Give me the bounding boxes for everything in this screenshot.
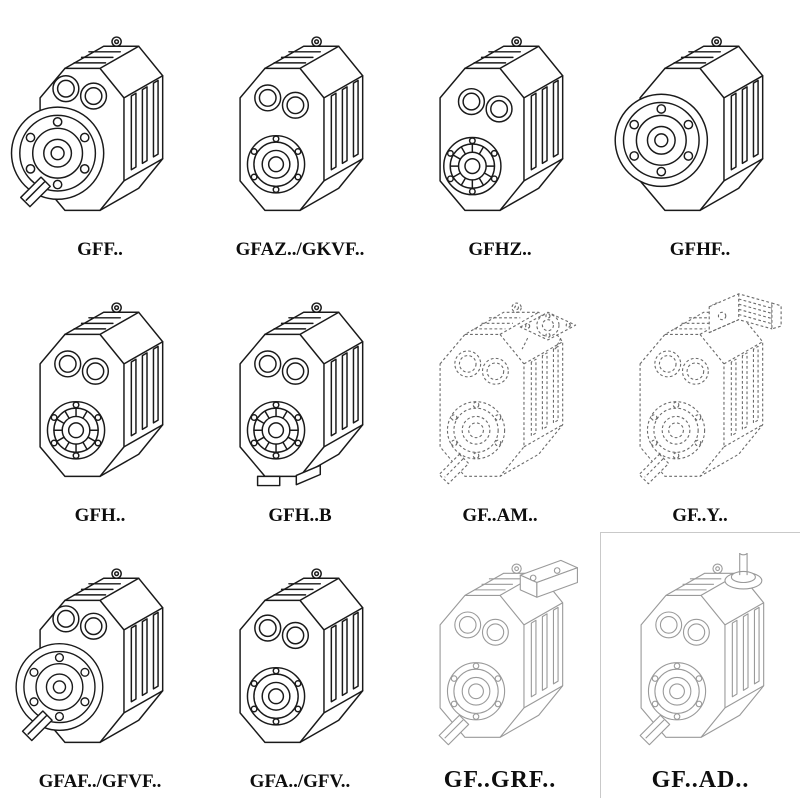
catalog-cell-gfhf: GFHF.. — [600, 0, 800, 266]
catalog-cell-y: GF..Y.. — [600, 266, 800, 532]
model-label-gfaz: GFAZ../GKVF.. — [235, 239, 365, 261]
model-label-gfa: GFA../GFV.. — [249, 771, 351, 793]
model-label-ad: GF..AD.. — [651, 766, 750, 793]
gearbox-foot-mounted-drawing — [206, 292, 394, 504]
gearbox-flange-face-drawing — [606, 26, 794, 238]
gearbox-bracket-mount-drawing — [406, 553, 594, 765]
catalog-cell-grf: GF..GRF.. — [400, 532, 600, 798]
catalog-cell-gfa: GFA../GFV.. — [200, 532, 400, 798]
model-label-am: GF..AM.. — [462, 505, 538, 527]
catalog-cell-ad: GF..AD.. — [600, 532, 800, 798]
catalog-cell-gfaz: GFAZ../GKVF.. — [200, 0, 400, 266]
gearbox-hollow-shaft-shrink-drawing — [406, 26, 594, 238]
gearbox-hollow-shaft-drawing — [206, 26, 394, 238]
model-label-gff: GFF.. — [77, 239, 123, 261]
catalog-cell-gfhz: GFHZ.. — [400, 0, 600, 266]
model-label-gfh: GFH.. — [74, 505, 126, 527]
catalog-cell-gff: GFF.. — [0, 0, 200, 266]
catalog-cell-gfaf: GFAF../GFVF.. — [0, 532, 200, 798]
model-label-y: GF..Y.. — [672, 505, 728, 527]
model-label-gfhb: GFH..B — [268, 505, 332, 527]
model-label-gfhf: GFHF.. — [669, 239, 731, 261]
gearbox-output-flange-drawing — [6, 26, 194, 238]
catalog-cell-gfh: GFH.. — [0, 266, 200, 532]
gearbox-shaft-mounted-drawing — [6, 292, 194, 504]
model-label-gfaf: GFAF../GFVF.. — [38, 771, 162, 793]
model-label-grf: GF..GRF.. — [443, 766, 557, 793]
model-label-gfhz: GFHZ.. — [468, 239, 532, 261]
gearbox-flange-hollow-drawing — [6, 558, 194, 770]
gearbox-top-input-shaft-drawing — [607, 553, 795, 765]
gearbox-with-motor-drawing — [606, 292, 794, 504]
gearbox-iec-motor-adapter-drawing — [406, 292, 594, 504]
catalog-cell-gfhb: GFH..B — [200, 266, 400, 532]
gearbox-hollow-shaft-2-drawing — [206, 558, 394, 770]
catalog-cell-am: GF..AM.. — [400, 266, 600, 532]
